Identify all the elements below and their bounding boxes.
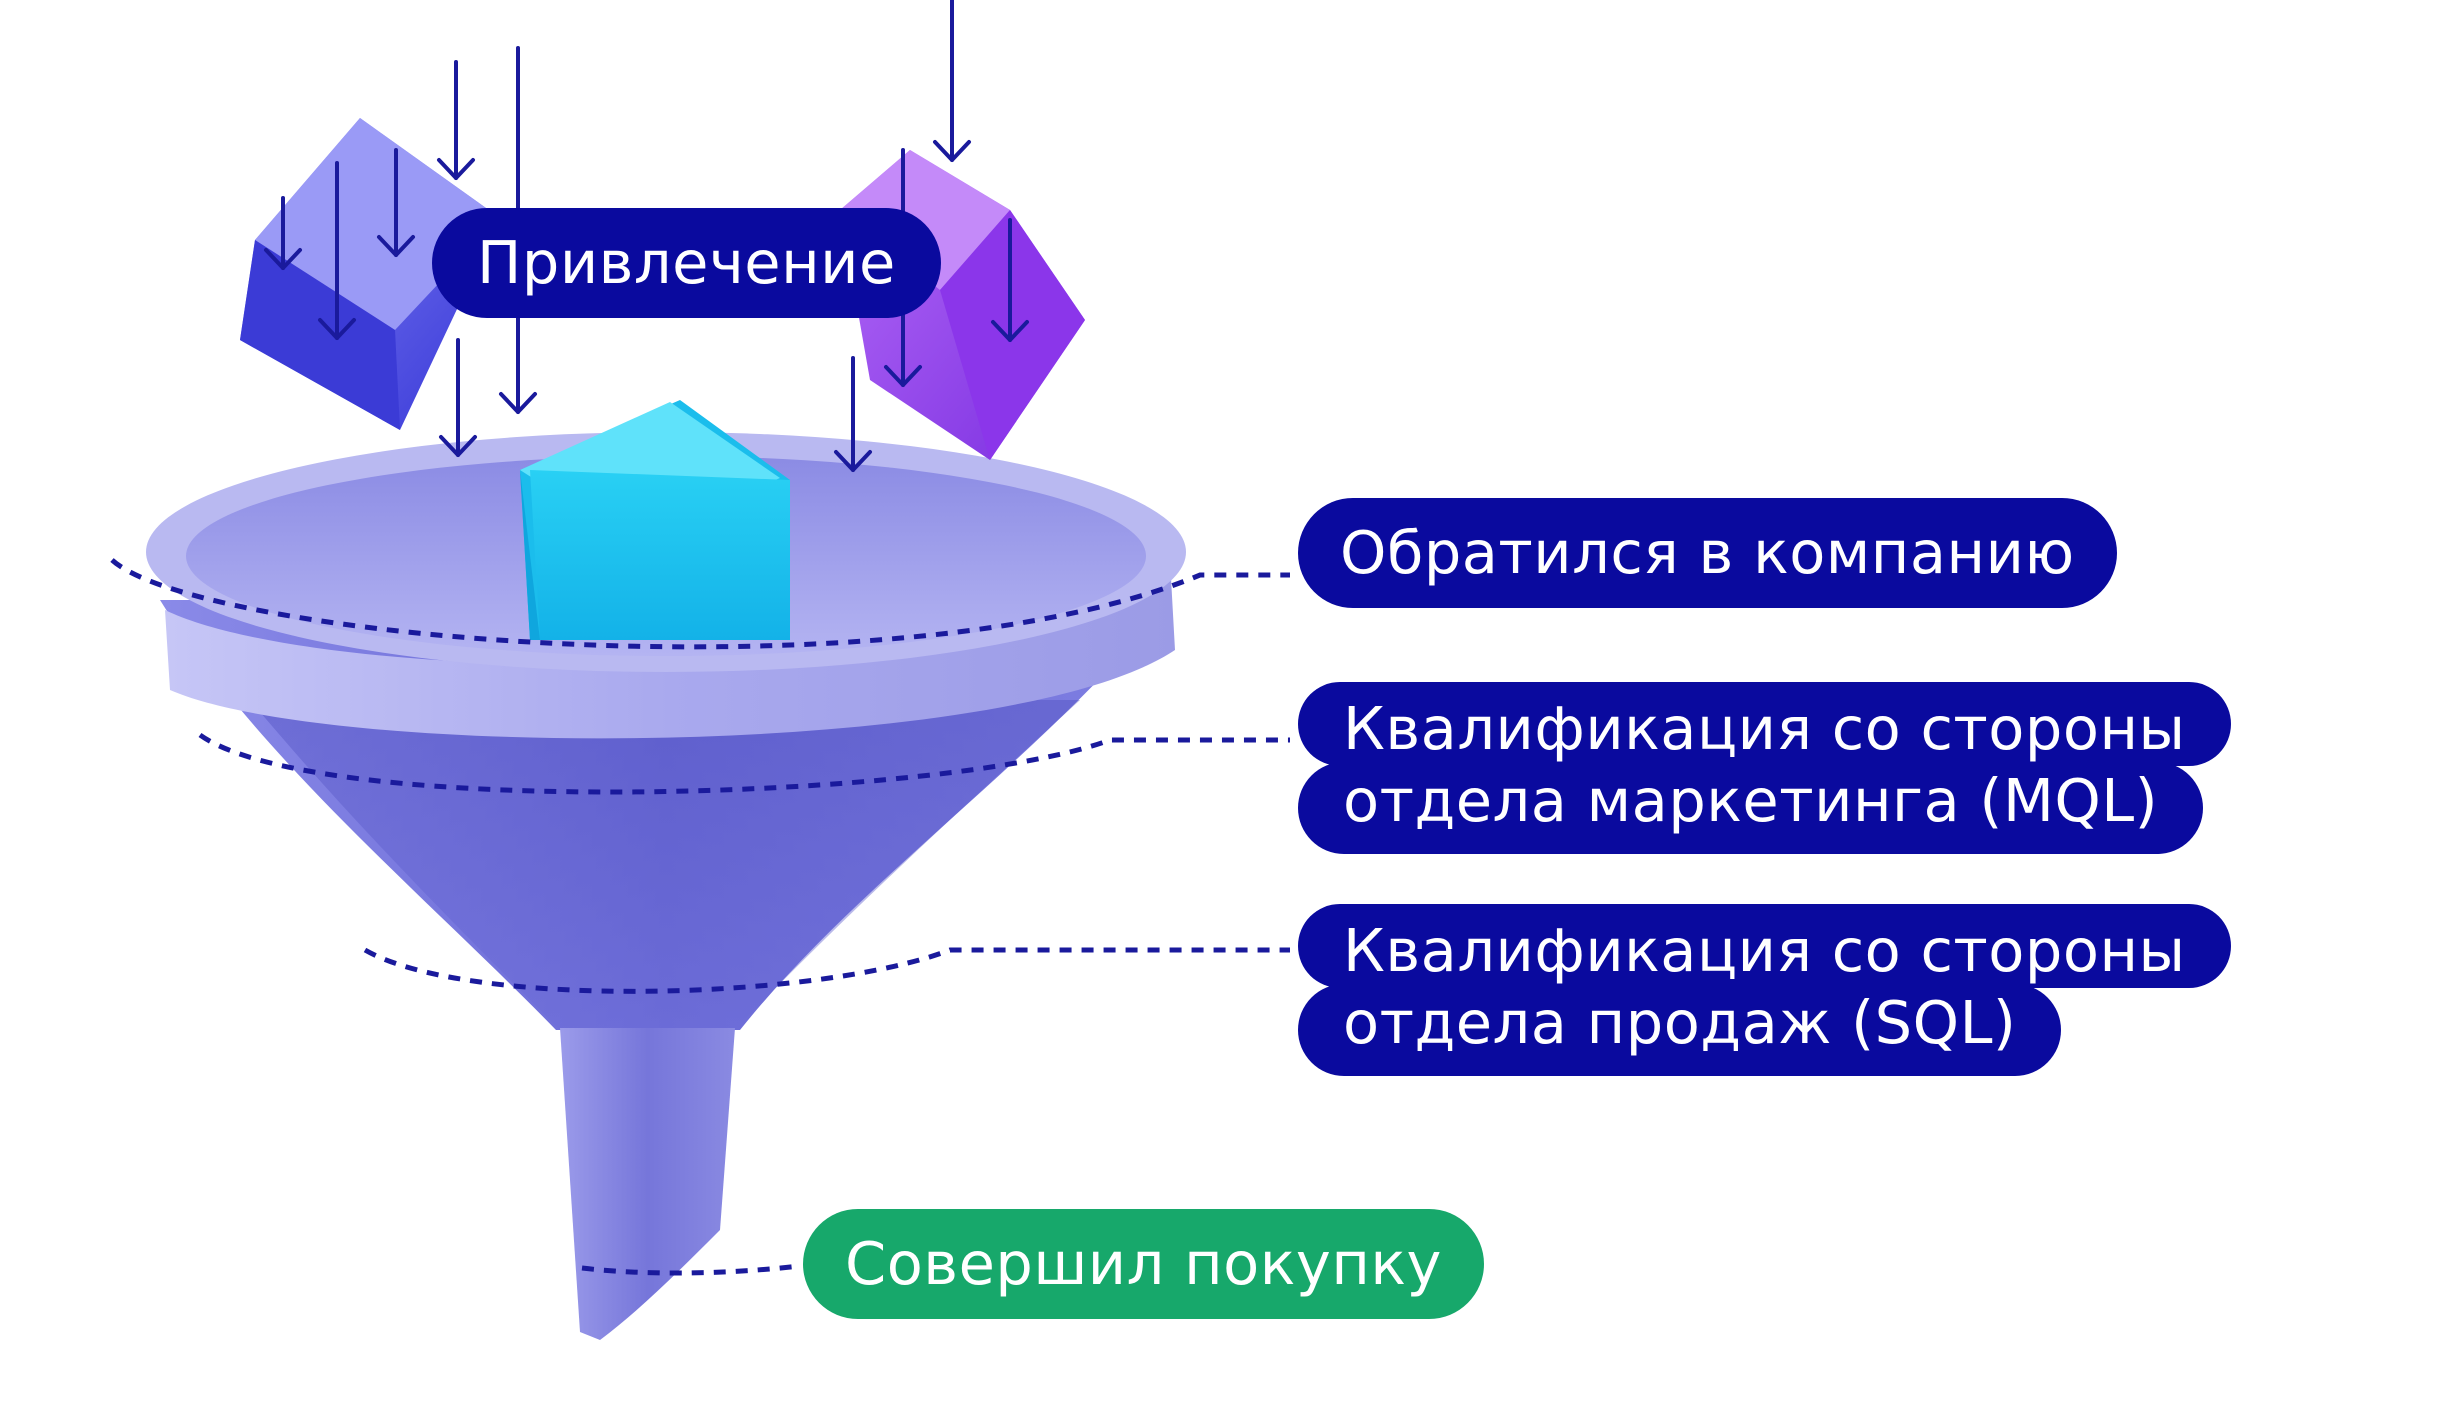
stage-label-attraction-text: Привлечение bbox=[432, 208, 941, 318]
stage-label-sql: Квалификация со стороны отдела продаж (S… bbox=[1298, 904, 2231, 1076]
arrow-9 bbox=[991, 218, 1029, 342]
arrow-4 bbox=[437, 60, 475, 180]
dotted-line-contacted bbox=[110, 558, 1290, 650]
funnel-spout bbox=[560, 1028, 735, 1340]
arrow-2 bbox=[318, 161, 356, 340]
stage-label-attraction: Привлечение bbox=[432, 208, 941, 318]
stage-label-purchase: Совершил покупку bbox=[803, 1209, 1484, 1319]
funnel-cone-shade bbox=[250, 700, 1080, 1030]
stage-label-sql-line1: Квалификация со стороны bbox=[1298, 904, 2231, 988]
arrow-1 bbox=[264, 196, 302, 270]
dotted-lines bbox=[110, 558, 1290, 1276]
arrow-3 bbox=[377, 148, 415, 257]
dotted-line-purchase bbox=[581, 1263, 801, 1276]
dotted-line-mql bbox=[198, 732, 1290, 795]
cyan-cube bbox=[520, 400, 790, 640]
stage-label-contacted-text: Обратился в компанию bbox=[1298, 498, 2117, 608]
stage-label-contacted: Обратился в компанию bbox=[1298, 498, 2117, 608]
funnel-rim-band bbox=[165, 560, 1175, 739]
arrow-10 bbox=[834, 356, 872, 472]
stage-label-mql: Квалификация со стороны отдела маркетинг… bbox=[1298, 682, 2231, 854]
arrow-6 bbox=[439, 338, 477, 457]
stage-label-sql-line2: отдела продаж (SQL) bbox=[1298, 984, 2062, 1076]
stage-label-mql-line2: отдела маркетинга (MQL) bbox=[1298, 762, 2204, 854]
arrows bbox=[264, 0, 1029, 472]
stage-label-purchase-text: Совершил покупку bbox=[803, 1209, 1484, 1319]
arrow-7 bbox=[933, 0, 971, 162]
stage-label-mql-line1: Квалификация со стороны bbox=[1298, 682, 2231, 766]
